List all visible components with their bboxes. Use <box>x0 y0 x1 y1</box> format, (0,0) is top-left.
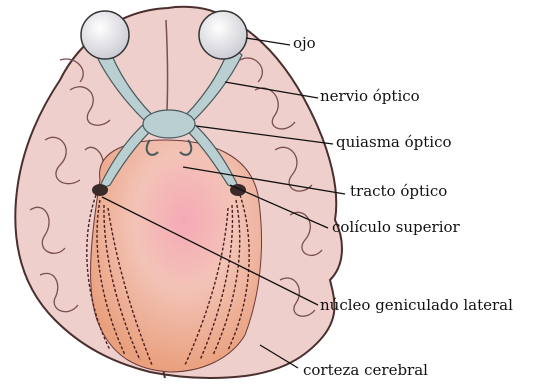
lgn-left <box>92 184 108 196</box>
label-cortex: corteza cerebral <box>303 361 428 379</box>
label-eye: ojo <box>293 34 316 52</box>
optic-chiasm <box>143 110 195 138</box>
label-lgn: núcleo geniculado lateral <box>320 296 513 314</box>
label-superior-colliculus: colículo superior <box>332 218 460 236</box>
eye-left <box>81 11 129 59</box>
eye-right <box>199 11 247 59</box>
label-optic-tract: tracto óptico <box>350 182 447 200</box>
label-optic-chiasm: quiasma óptico <box>336 133 452 151</box>
label-optic-nerve: nervio óptico <box>320 87 420 105</box>
